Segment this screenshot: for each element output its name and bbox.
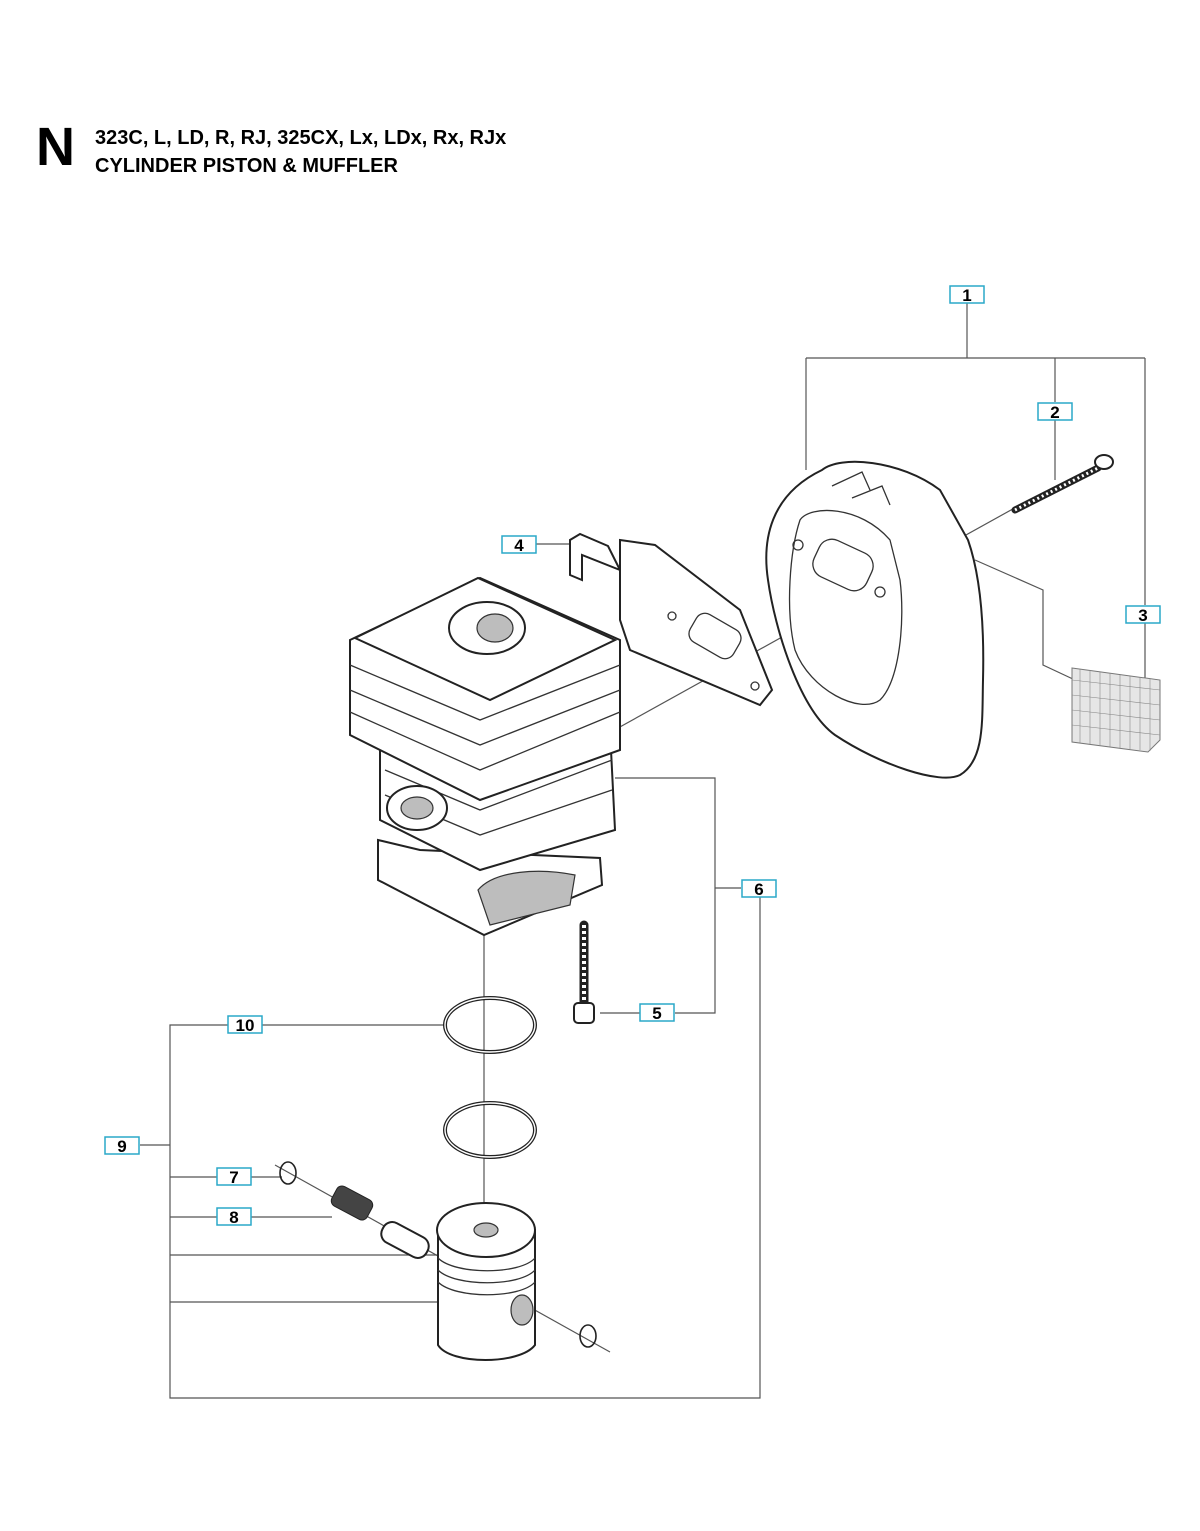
callout-5: 5 (639, 1003, 675, 1023)
callout-8: 8 (216, 1207, 252, 1227)
piston-rings (443, 996, 537, 1159)
callout-label: 1 (962, 286, 971, 305)
callout-3: 3 (1125, 605, 1161, 625)
callout-box (1037, 402, 1073, 421)
muffler-bolt (1011, 454, 1114, 514)
callout-label: 9 (117, 1137, 126, 1156)
muffler (765, 460, 985, 779)
callout-1: 1 (949, 285, 985, 305)
circlips-pin-bearing (279, 1161, 597, 1348)
callout-label: 10 (236, 1016, 255, 1035)
spark-arrest-screen (1071, 667, 1161, 753)
callout-label: 7 (229, 1168, 238, 1187)
callout-label: 5 (652, 1004, 661, 1023)
leader-lines (140, 302, 1146, 1399)
callout-box (104, 1136, 140, 1155)
callout-label: 3 (1138, 606, 1147, 625)
model-list: 323C, L, LD, R, RJ, 325CX, Lx, LDx, Rx, … (95, 127, 507, 149)
section-letter: N (36, 117, 75, 177)
callout-2: 2 (1037, 402, 1073, 422)
piston (436, 1202, 536, 1361)
callout-7: 7 (216, 1167, 252, 1187)
callout-9: 9 (104, 1136, 140, 1156)
callout-box (216, 1167, 252, 1186)
callout-10: 10 (227, 1015, 263, 1035)
callout-label: 2 (1050, 403, 1059, 422)
cylinder (349, 576, 621, 937)
muffler-gasket (569, 532, 774, 707)
callout-4: 4 (501, 535, 537, 555)
callout-box (1125, 605, 1161, 624)
cylinder-screw (573, 920, 595, 1024)
callout-box (949, 285, 985, 304)
callout-box (216, 1207, 252, 1226)
callout-box (227, 1015, 263, 1034)
page-title: CYLINDER PISTON & MUFFLER (95, 155, 398, 177)
callout-label: 6 (754, 880, 763, 899)
callout-label: 8 (229, 1208, 238, 1227)
callout-6: 6 (741, 879, 777, 899)
callout-box (741, 879, 777, 898)
callout-label: 4 (514, 536, 524, 555)
callout-box (639, 1003, 675, 1022)
callout-box (501, 535, 537, 554)
